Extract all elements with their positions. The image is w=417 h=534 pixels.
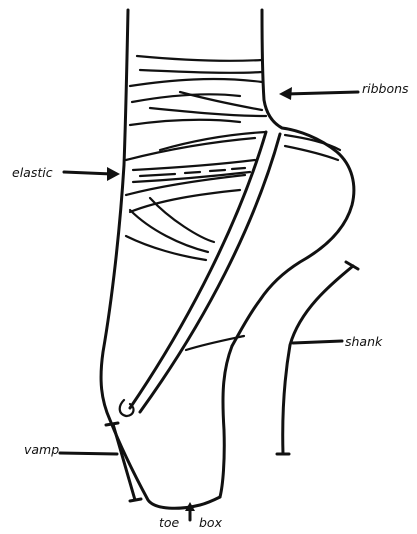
- sole-outline: [220, 346, 232, 497]
- ribbon-wrap-1: [137, 56, 262, 61]
- label-toe: toe: [159, 515, 180, 530]
- ribbon-wrap-3: [130, 79, 262, 86]
- label-vamp: vamp: [24, 442, 59, 457]
- shank-pointer-line: [293, 341, 342, 343]
- label-box: box: [199, 515, 223, 530]
- shank-curve: [283, 266, 353, 454]
- ribbon-wrap-8: [160, 132, 266, 150]
- label-shank: shank: [345, 334, 383, 349]
- ribbons-arrow-line: [286, 92, 358, 94]
- ribbon-wrap-2: [140, 70, 262, 73]
- ribbon-wrap-7: [130, 120, 240, 125]
- ribbon-wraps: [126, 56, 340, 260]
- vamp-bracket-top: [106, 423, 118, 425]
- ribbon-wrap-15: [150, 198, 214, 242]
- ribbon-wrap-6: [150, 108, 266, 116]
- elastic-arrow-line: [64, 172, 112, 174]
- ribbons-arrow-head: [279, 87, 292, 100]
- vamp-bracket: [106, 423, 141, 501]
- ribbon-wrap-13: [130, 190, 240, 212]
- vamp-pointer-line: [60, 453, 117, 454]
- ribbon-wrap-4: [132, 94, 240, 102]
- label-elastic: elastic: [12, 165, 53, 180]
- vamp-bracket-bottom: [130, 499, 141, 501]
- vamp-bracket-line: [113, 424, 135, 500]
- labels: ribbons elastic shank vamp toe box: [12, 81, 409, 530]
- elastic-arrow-head: [107, 167, 120, 181]
- label-ribbons: ribbons: [362, 81, 409, 96]
- diagonal-ribbon: [120, 132, 280, 416]
